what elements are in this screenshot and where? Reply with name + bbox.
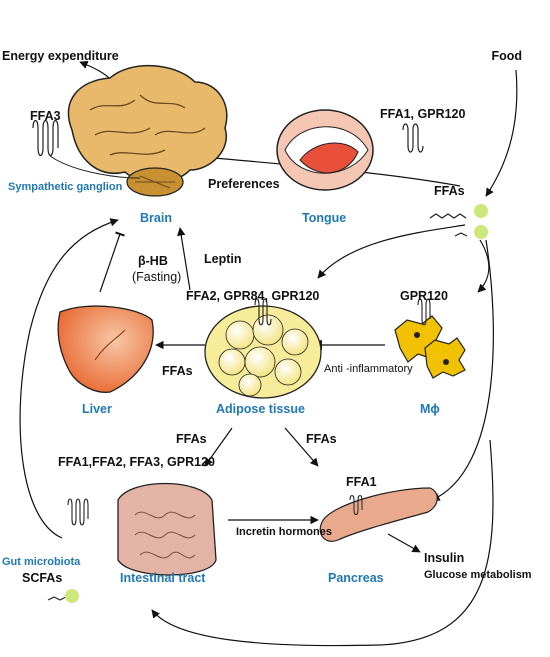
arrow-food-ffas: [485, 69, 518, 197]
label-tongue-receptors: FFA1, GPR120: [380, 107, 465, 121]
label-tongue: Tongue: [302, 211, 346, 225]
label-adipose-tissue: Adipose tissue: [216, 402, 305, 416]
ffa3-receptor-icon: [32, 119, 59, 157]
label-ffa3: FFA3: [30, 109, 61, 123]
arrow-adipose-intestine: [204, 427, 233, 467]
label-leptin: Leptin: [204, 252, 242, 266]
label-ffas-liver: FFAs: [162, 364, 193, 378]
label-incretin: Incretin hormones: [236, 526, 332, 538]
sympathetic-line: Sympathetic ganglion: [8, 181, 123, 193]
label-pancreas: Pancreas: [328, 571, 384, 585]
label-liver: Liver: [82, 402, 112, 416]
arrow-pancreas-insulin: [387, 533, 421, 553]
label-ffas-to-gut: FFAs: [176, 432, 207, 446]
connector-ffa3-brain: [49, 155, 141, 179]
arrow-bottom-loop: [151, 439, 494, 647]
label-macrophage-receptor: GPR120: [400, 289, 448, 303]
label-food: Food: [491, 49, 522, 63]
brain-illustration: [67, 64, 228, 197]
label-beta-hb: β-HB: [138, 254, 168, 268]
scfa-ligand-icon: [47, 589, 79, 603]
label-fasting: (Fasting): [132, 270, 181, 284]
arrow-ffas-pancreas: [431, 239, 494, 501]
arrow-gut-brain: [19, 218, 119, 539]
label-brain: Brain: [140, 211, 172, 225]
label-sympathetic-ganglion: Sympathetic ganglion: [8, 181, 123, 193]
adipose-illustration: [204, 298, 322, 399]
liver-illustration: [57, 305, 154, 393]
intestine-illustration: [117, 482, 217, 576]
label-pancreas-receptor: FFA1: [346, 475, 377, 489]
inhibit-liver-brain: [99, 231, 125, 293]
gut-receptor-icon: [67, 498, 89, 526]
label-preferences: Preferences: [208, 177, 280, 191]
arrow-ffas-adipose: [317, 224, 466, 279]
tongue-receptor-icon: [402, 123, 424, 153]
label-anti-inflammatory: Anti -inflammatory: [324, 363, 413, 375]
label-energy-expenditure: Energy expenditure: [2, 49, 119, 63]
label-gut-receptors: FFA1,FFA2, FFA3, GPR120: [58, 455, 215, 469]
label-scfas: SCFAs: [22, 571, 62, 585]
tongue-illustration: [276, 109, 374, 191]
arrow-adipose-pancreas: [284, 427, 319, 467]
label-insulin: Insulin: [424, 551, 464, 565]
label-macrophage: Mϕ: [420, 402, 440, 416]
label-gut-microbiota: Gut microbiota: [2, 556, 81, 568]
macrophage-illustration: [394, 298, 466, 379]
pancreas-illustration: [319, 487, 438, 542]
label-adipose-receptors: FFA2, GPR84, GPR120: [186, 289, 319, 303]
label-glucose-metabolism: Glucose metabolism: [424, 569, 532, 581]
arrow-ffas-macrophage: [477, 239, 490, 293]
ffa-ligand-icon: [429, 204, 488, 239]
arrow-adipose-brain: [177, 227, 191, 291]
label-ffas-to-pancreas: FFAs: [306, 432, 337, 446]
label-ffas-food: FFAs: [434, 184, 465, 198]
label-intestinal-tract: Intestinal tract: [120, 571, 206, 585]
